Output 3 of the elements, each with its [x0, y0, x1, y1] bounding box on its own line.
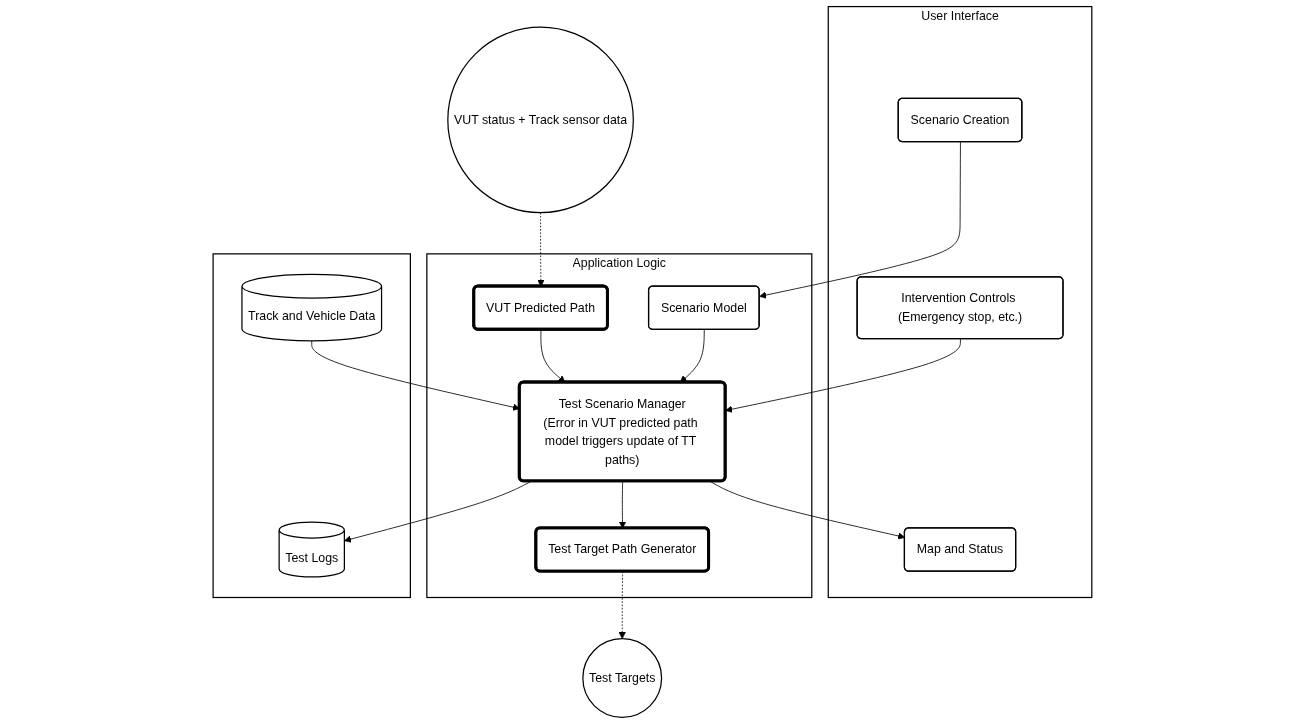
node-circle: VUT status + Track sensor data — [447, 26, 634, 214]
node-circle: Test Targets — [582, 638, 663, 719]
cluster — [212, 253, 412, 599]
